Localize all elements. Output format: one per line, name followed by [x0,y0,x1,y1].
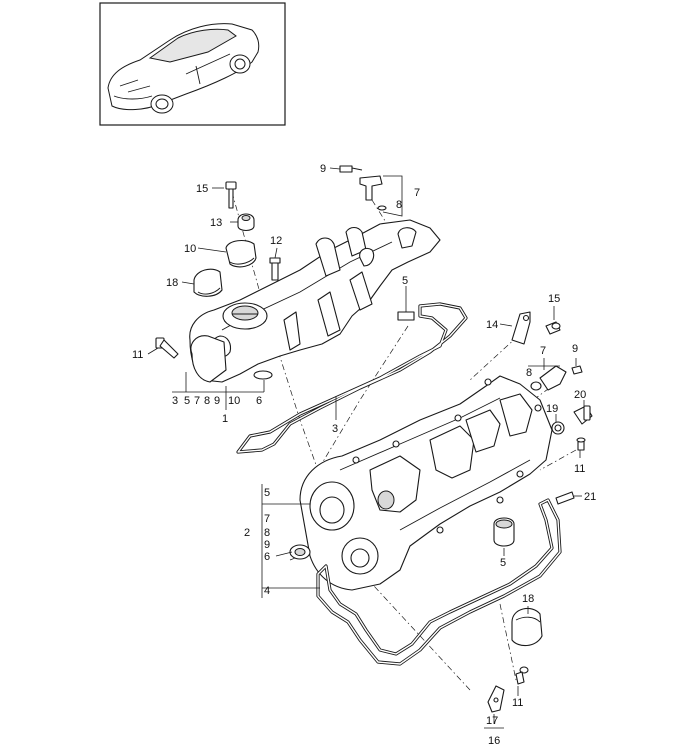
leader-lines [147,167,585,729]
callout-9-top: 9 [320,163,326,175]
group-left-9: 9 [214,395,220,407]
callout-7-right: 7 [540,345,546,357]
callout-2: 2 [244,527,250,539]
callout-14: 14 [486,319,498,331]
callout-5-right: 5 [500,557,506,569]
callout-20: 20 [574,389,586,401]
group-left-5: 5 [184,395,190,407]
group-cover-4: 4 [264,585,270,597]
group-cover-5: 5 [264,487,270,499]
callout-8-top: 8 [396,199,402,211]
callout-8-right: 8 [526,367,532,379]
gasket-upper [236,302,468,454]
callout-13: 13 [210,217,222,229]
callout-16: 16 [488,735,500,747]
callout-1: 1 [222,413,228,425]
callout-19: 19 [546,403,558,415]
group-left-3: 3 [172,395,178,407]
callout-3: 3 [332,423,338,435]
callout-12: 12 [270,235,282,247]
callout-18-left: 18 [166,277,178,289]
upper-housing [189,219,441,383]
right-small-parts [289,311,593,713]
callout-15-top: 15 [196,183,208,195]
camshaft-cover [299,375,553,591]
callout-11-bottom: 11 [512,697,523,709]
group-cover-8: 8 [264,527,270,539]
callout-11-left: 11 [132,349,143,361]
callout-17: 17 [486,715,498,727]
group-left-6: 6 [256,395,262,407]
callout-10-left: 10 [184,243,196,255]
callout-15-right: 15 [548,293,560,305]
callout-7-top: 7 [414,187,420,199]
group-cover-6: 6 [264,551,270,563]
callout-21: 21 [584,491,596,503]
group-cover-9: 9 [264,539,270,551]
vehicle-thumbnail [99,2,286,126]
upper-small-parts [155,165,415,380]
group-left-10: 10 [228,395,240,407]
callout-labels: 15 13 10 18 11 12 9 7 8 5 3 1 3 5 7 8 9 … [132,163,596,747]
callout-9-right: 9 [572,343,578,355]
callout-5-mid: 5 [402,275,408,287]
callout-11-right: 11 [574,463,585,475]
group-cover-7: 7 [264,513,270,525]
car-illustration [107,23,260,114]
callout-18-bottom: 18 [522,593,534,605]
gasket-lower [316,498,562,666]
group-left-8: 8 [204,395,210,407]
group-left-7: 7 [194,395,200,407]
